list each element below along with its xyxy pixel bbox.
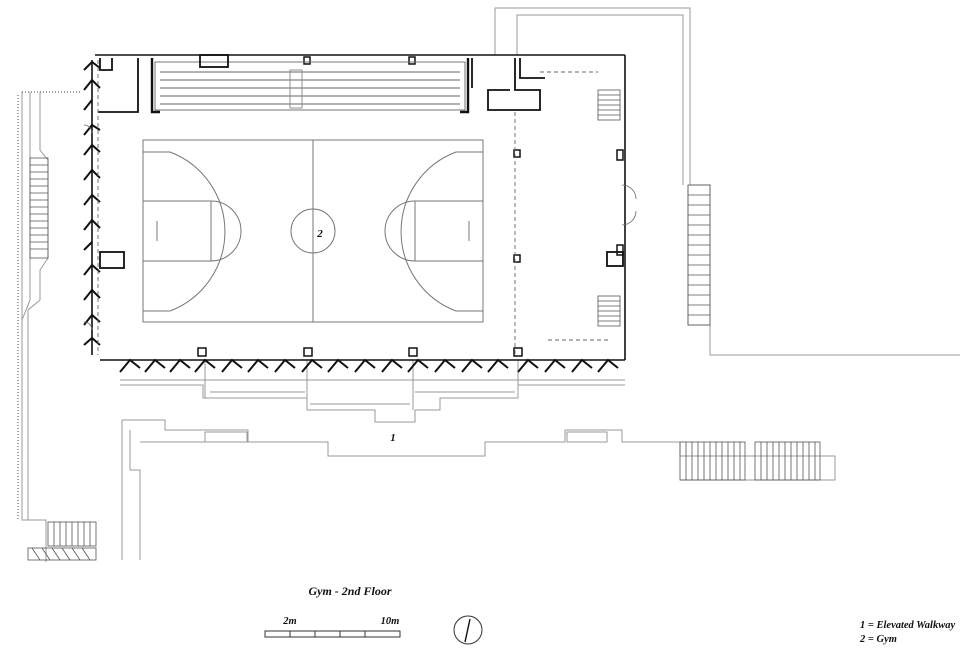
north-arrow-icon: [453, 615, 483, 645]
legend: 1 = Elevated Walkway 2 = Gym: [859, 620, 955, 645]
room-label-gym: 2: [316, 228, 323, 240]
gym-envelope: [91, 54, 626, 361]
room-label-walkway: 1: [390, 432, 396, 444]
bleacher-walls: [150, 58, 470, 114]
basketball-court: [142, 139, 484, 323]
structural-columns: [197, 56, 624, 357]
door-swings: [83, 124, 637, 331]
scale-bar-label-start: 2m: [282, 616, 296, 627]
service-rooms: [98, 58, 624, 269]
bottom-facade-fins: [119, 358, 619, 373]
stair-treads-left: [30, 164, 48, 250]
drawing-title: Gym - 2nd Floor: [308, 584, 391, 598]
legend-item-walkway: 1 = Elevated Walkway: [860, 620, 955, 631]
dashed-partition: [97, 60, 608, 355]
site-outline: [21, 7, 960, 562]
railing-dots: [17, 91, 82, 520]
scale-bar-label-end: 10m: [381, 616, 400, 627]
bleachers: [154, 54, 466, 111]
stairs: [27, 89, 821, 561]
legend-item-gym: 2 = Gym: [859, 634, 897, 645]
left-facade-fins: [83, 60, 101, 346]
scale-bar: 2m 10m: [264, 616, 401, 638]
